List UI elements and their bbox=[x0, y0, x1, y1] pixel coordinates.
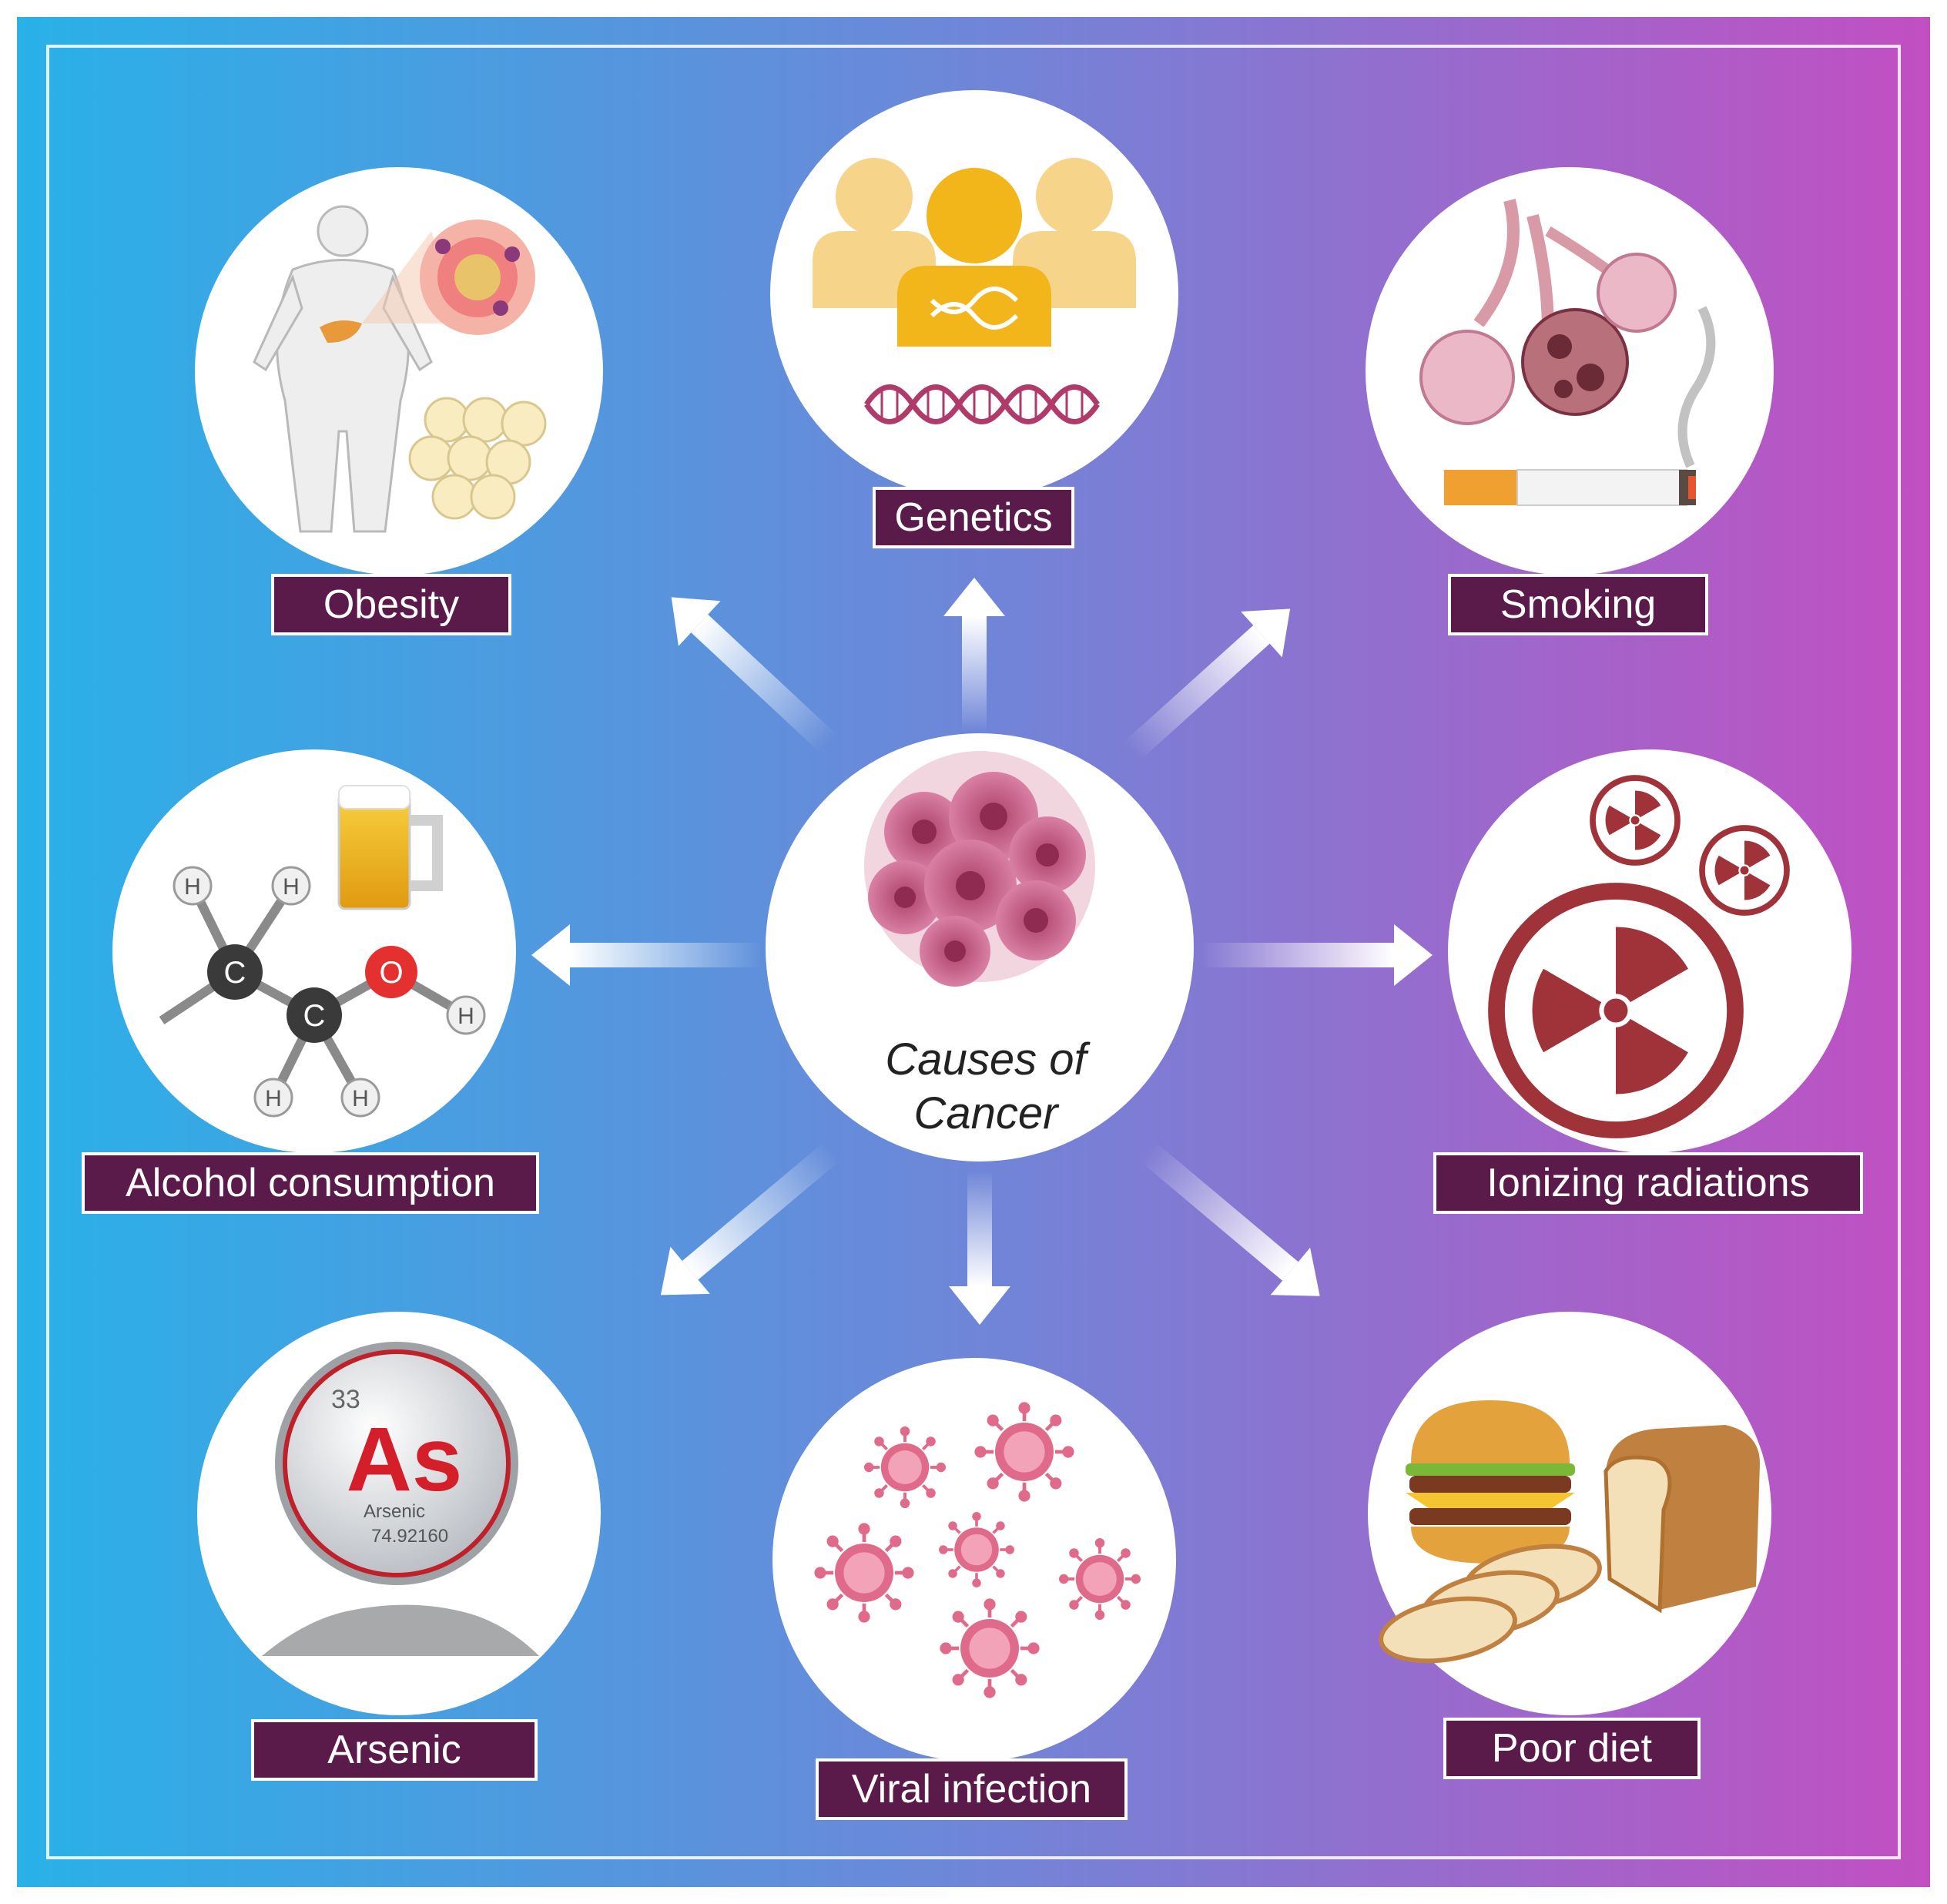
alcohol-node: H H H H H C C O bbox=[112, 749, 516, 1153]
fat-tissue-cells-icon bbox=[420, 220, 535, 335]
atom-h-4: H bbox=[265, 1086, 282, 1111]
bread-loaf-icon bbox=[1604, 1425, 1760, 1614]
arrow-to-smoking bbox=[1124, 608, 1291, 760]
arrow-to-arsenic bbox=[660, 1141, 840, 1296]
cancer-cells-icon bbox=[864, 751, 1095, 987]
virus-icon-2 bbox=[974, 1402, 1074, 1501]
burger-icon bbox=[1406, 1400, 1575, 1564]
obesity-node bbox=[195, 167, 603, 575]
virus-icon-3 bbox=[814, 1523, 913, 1622]
virus-icon-4 bbox=[937, 1510, 1016, 1589]
atom-o: O bbox=[379, 956, 403, 990]
genetics-node bbox=[770, 90, 1178, 498]
atom-h-2: H bbox=[283, 874, 300, 900]
arsenic-element-coin-icon: 33 As Arsenic 74.92160 bbox=[275, 1342, 518, 1585]
label-smoking: Smoking bbox=[1448, 574, 1708, 635]
arsenic-symbol: As bbox=[347, 1409, 463, 1510]
atom-h-3: H bbox=[457, 1004, 474, 1029]
liver-icon bbox=[320, 320, 362, 343]
virus-icon-6 bbox=[940, 1598, 1039, 1698]
smoking-node bbox=[1366, 167, 1774, 575]
label-arsenic: Arsenic bbox=[251, 1719, 538, 1781]
arsenic-node: 33 As Arsenic 74.92160 bbox=[197, 1312, 601, 1715]
rock-pile-icon bbox=[262, 1604, 539, 1656]
label-poor-diet: Poor diet bbox=[1443, 1718, 1701, 1779]
arsenic-mass: 74.92160 bbox=[371, 1526, 448, 1547]
center-node: Causes of Cancer bbox=[766, 733, 1194, 1162]
atom-c-2: C bbox=[303, 999, 326, 1033]
arrows bbox=[531, 578, 1433, 1325]
radiation-node bbox=[1448, 749, 1851, 1153]
virus-icon-1 bbox=[863, 1425, 947, 1510]
arrow-to-obesity bbox=[671, 597, 836, 753]
center-title-line1: Causes of bbox=[885, 1034, 1091, 1084]
atom-c-1: C bbox=[224, 956, 246, 990]
center-title-line2: Cancer bbox=[914, 1088, 1061, 1138]
family-dna-icon bbox=[813, 158, 1136, 347]
arrow-to-alcohol bbox=[531, 924, 762, 986]
label-obesity: Obesity bbox=[271, 574, 511, 635]
beer-mug-icon bbox=[337, 785, 443, 910]
arrow-to-radiation bbox=[1201, 924, 1433, 986]
ethanol-molecule-icon: H H H H H C C O bbox=[159, 866, 486, 1118]
arsenic-name: Arsenic bbox=[364, 1501, 425, 1522]
atom-h-5: H bbox=[352, 1086, 369, 1111]
bread-slices-icon bbox=[1379, 1544, 1602, 1664]
label-genetics: Genetics bbox=[873, 487, 1074, 548]
label-ionizing-radiations: Ionizing radiations bbox=[1433, 1152, 1863, 1214]
viral-node bbox=[772, 1358, 1176, 1762]
dna-helix-icon bbox=[864, 384, 1100, 424]
atom-h-1: H bbox=[184, 874, 201, 900]
arrow-to-genetics bbox=[943, 578, 1005, 732]
virus-icon-5 bbox=[1057, 1537, 1142, 1621]
diet-node bbox=[1368, 1312, 1771, 1715]
adipocytes-icon bbox=[408, 397, 547, 520]
lungs-alveoli-icon bbox=[1419, 199, 1677, 425]
cigarette-icon bbox=[1444, 306, 1716, 506]
label-alcohol-consumption: Alcohol consumption bbox=[82, 1152, 539, 1214]
inner-frame bbox=[46, 45, 1901, 1859]
arrow-to-viral bbox=[949, 1171, 1010, 1325]
arrow-to-diet bbox=[1139, 1141, 1320, 1296]
smoke-icon bbox=[1677, 306, 1716, 468]
label-viral-infection: Viral infection bbox=[816, 1758, 1128, 1820]
arsenic-atomic-number: 33 bbox=[331, 1385, 360, 1414]
